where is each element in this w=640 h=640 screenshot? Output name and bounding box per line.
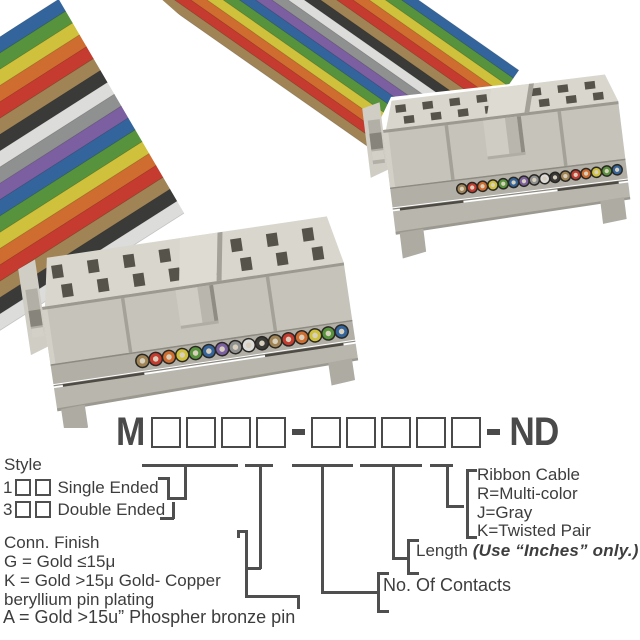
style-option-single-ended: 1 Single Ended: [3, 478, 159, 497]
ribbon-cable-option-r: R=Multi-color: [477, 484, 578, 503]
ribbon-cable-option-j: J=Gray: [477, 503, 533, 522]
part-number-box: [416, 416, 447, 448]
diagram-line: [184, 464, 187, 500]
diagram-line: [167, 477, 170, 499]
diagram-line: [446, 464, 449, 507]
diagram-line: [466, 469, 477, 472]
diagram-line: [245, 595, 300, 598]
diagram-line: [377, 572, 389, 575]
diagram-line: [142, 464, 238, 467]
part-number-separator: [292, 429, 306, 435]
cable-photo: [0, 0, 631, 428]
diagram-line: [297, 595, 300, 609]
ribbon-cable-title: Ribbon Cable: [477, 465, 581, 484]
diagram-line: [167, 497, 186, 500]
style-option-box: [15, 479, 32, 496]
style-option-label: Double Ended: [57, 499, 166, 519]
part-number: M ND: [114, 410, 562, 454]
conn-finish-option-g: G = Gold ≤15μ: [4, 552, 116, 571]
part-number-box: [451, 416, 482, 448]
idc-connector-right: [362, 74, 631, 259]
diagram-line: [430, 464, 453, 467]
diagram-line: [321, 464, 324, 593]
contacts-label: No. Of Contacts: [383, 575, 512, 595]
part-number-prefix: M: [115, 410, 145, 454]
style-option-box: [35, 501, 52, 518]
idc-connector-left: [18, 216, 359, 428]
style-option-box: [35, 479, 52, 496]
diagram-line: [407, 539, 410, 575]
part-number-box: [151, 416, 182, 448]
diagram-line: [321, 591, 378, 594]
conn-finish-option-k-cont: beryllium pin plating: [4, 590, 155, 609]
diagram-line: [377, 572, 380, 613]
diagram-line: [259, 464, 262, 569]
diagram-line: [392, 557, 409, 560]
style-title: Style: [4, 455, 42, 474]
diagram-line: [237, 530, 240, 538]
part-number-box: [311, 416, 342, 448]
part-number-box: [381, 416, 412, 448]
diagram-line: [172, 502, 175, 519]
diagram-line: [158, 477, 169, 480]
diagram-line: [245, 567, 261, 570]
part-number-box: [186, 416, 217, 448]
diagram-line: [446, 505, 464, 508]
style-option-double-ended: 3 Double Ended: [3, 500, 165, 519]
diagram-line: [245, 530, 248, 597]
diagram-line: [377, 610, 389, 613]
part-number-box: [256, 416, 287, 448]
conn-finish-option-k: K = Gold >15μ Gold- Copper: [4, 571, 221, 590]
diagram-line: [466, 469, 469, 539]
diagram-line: [360, 464, 422, 467]
length-note: (Use “Inches” only.): [472, 541, 639, 560]
diagram-line: [407, 572, 419, 575]
part-number-box: [221, 416, 252, 448]
part-number-separator: [487, 429, 501, 435]
style-option-digit: 3: [3, 499, 13, 519]
part-number-box: [346, 416, 377, 448]
ribbon-cable-option-k: K=Twisted Pair: [477, 521, 591, 540]
diagram-line: [160, 517, 174, 520]
conn-finish-title: Conn. Finish: [4, 533, 100, 552]
conn-finish-option-a: A = Gold >15u” Phospher bronze pin: [3, 607, 296, 627]
diagram-line: [407, 539, 419, 542]
style-option-label: Single Ended: [57, 477, 159, 497]
diagram-line: [237, 530, 247, 533]
length-label: Length (Use “Inches” only.): [416, 541, 639, 560]
diagram-line: [466, 536, 477, 539]
style-option-box: [15, 501, 32, 518]
length-word: Length: [416, 541, 473, 560]
part-number-suffix: ND: [509, 410, 560, 454]
diagram-line: [392, 464, 395, 559]
style-option-digit: 1: [3, 477, 13, 497]
